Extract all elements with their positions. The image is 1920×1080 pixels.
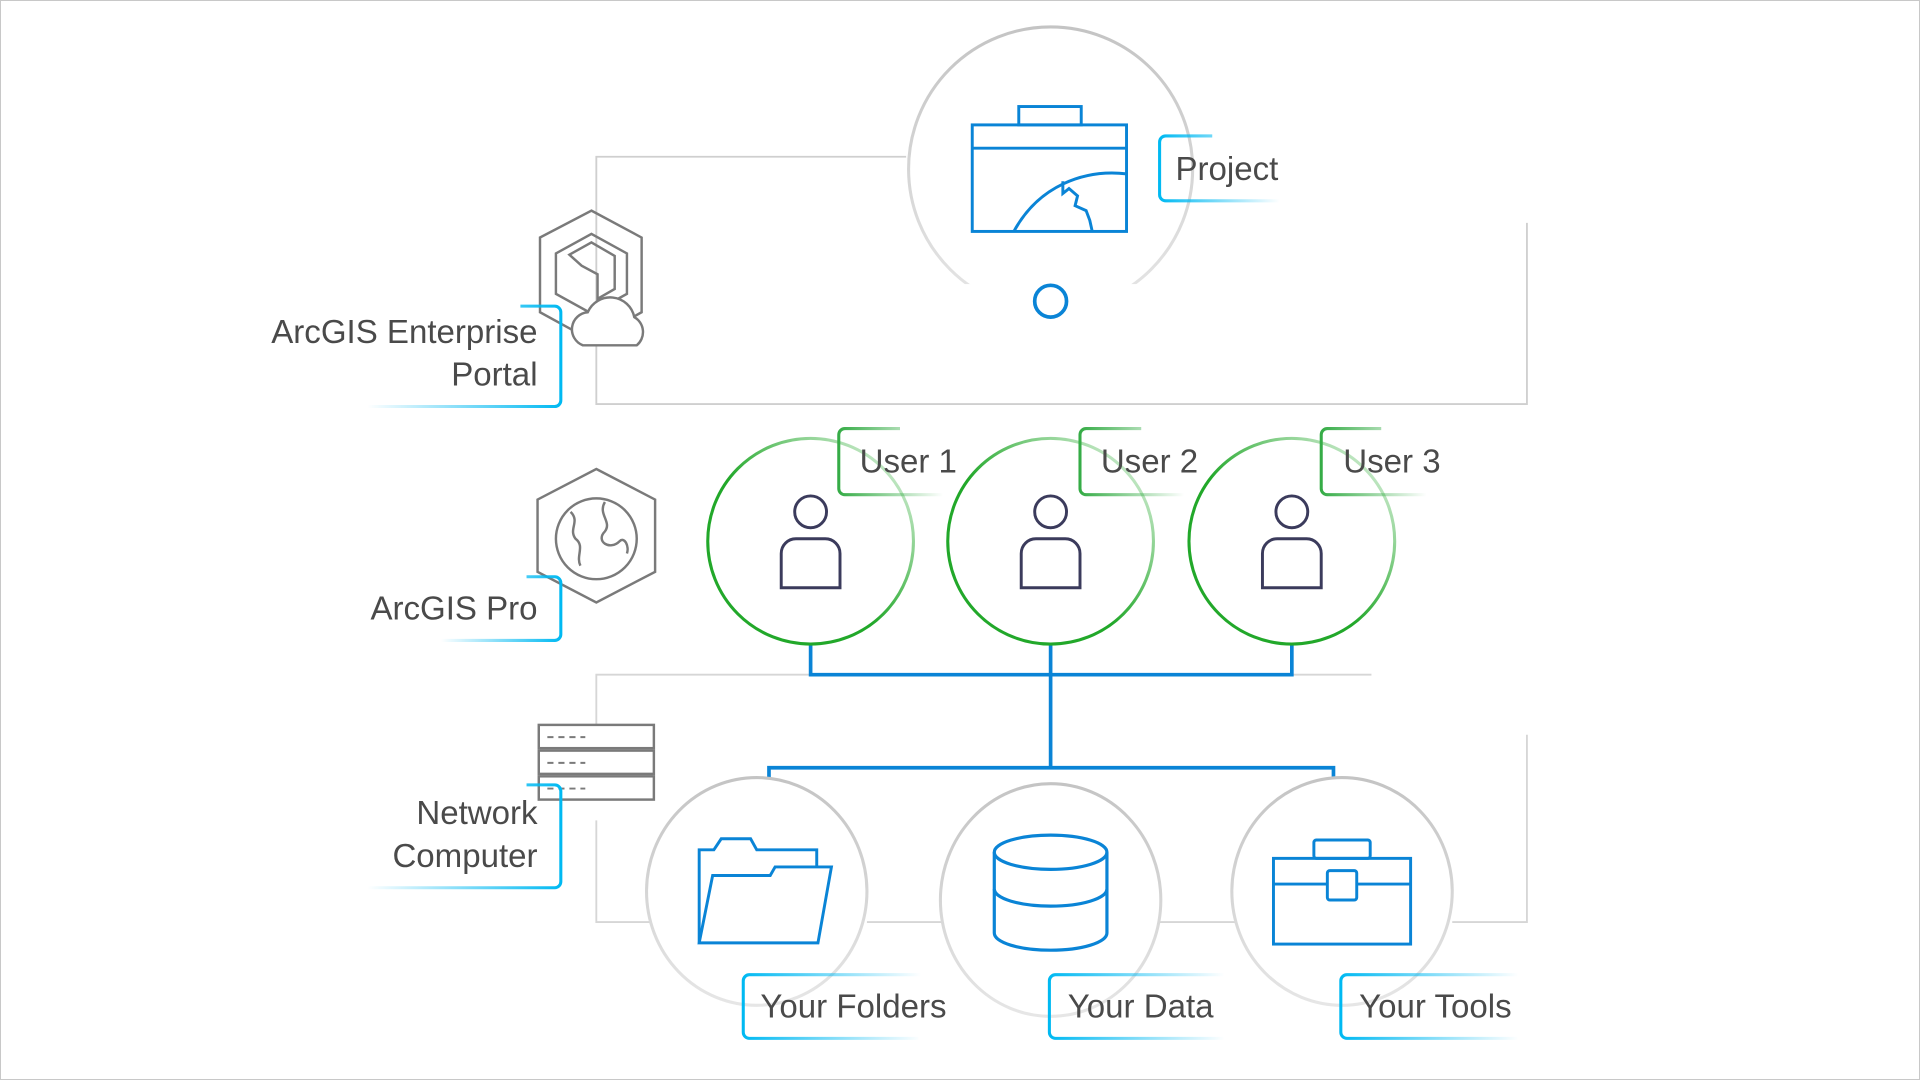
enterprise-portal-icon [538, 209, 645, 347]
project-label: Project [1158, 134, 1280, 203]
resource-label: Your Folders [760, 989, 946, 1026]
user-icon [779, 494, 842, 590]
arcgis-pro-label-text: ArcGIS Pro [370, 591, 537, 628]
project-connector [1032, 283, 1069, 439]
server-icon [537, 723, 656, 801]
user-node[interactable]: User 1 [706, 427, 957, 646]
network-computer-label: Network Computer [367, 783, 563, 890]
project-label-text: Project [1176, 151, 1279, 188]
database-icon [992, 833, 1109, 952]
resource-label: Your Data [1068, 989, 1214, 1026]
user-node[interactable]: User 2 [946, 427, 1198, 646]
user-node[interactable]: User 3 [1187, 427, 1441, 646]
resource-node-folders[interactable]: Your Folders [645, 776, 947, 1040]
network-computer-label-line2: Computer [392, 838, 537, 875]
user-icon [1019, 494, 1082, 590]
project-map-icon [970, 105, 1128, 233]
arcgis-pro-label: ArcGIS Pro [370, 575, 563, 642]
resource-node-data[interactable]: Your Data [938, 782, 1225, 1040]
folder-icon [697, 837, 834, 945]
enterprise-portal-label-line2: Portal [451, 357, 537, 394]
user-connector-tree [767, 642, 1336, 803]
user-icon [1260, 494, 1323, 590]
resource-node-tools[interactable]: Your Tools [1230, 776, 1519, 1040]
enterprise-portal-label-line1: ArcGIS Enterprise [271, 314, 537, 351]
user-label: User 1 [860, 444, 957, 481]
user-label: User 3 [1343, 444, 1440, 481]
portal-boundary [595, 155, 1528, 405]
toolbox-icon [1272, 838, 1413, 946]
arcgis-pro-icon [536, 467, 657, 604]
resource-label: Your Tools [1359, 989, 1512, 1026]
user-label: User 2 [1101, 444, 1198, 481]
enterprise-portal-label: ArcGIS Enterprise Portal [271, 304, 563, 409]
network-computer-label-line1: Network [416, 795, 538, 832]
